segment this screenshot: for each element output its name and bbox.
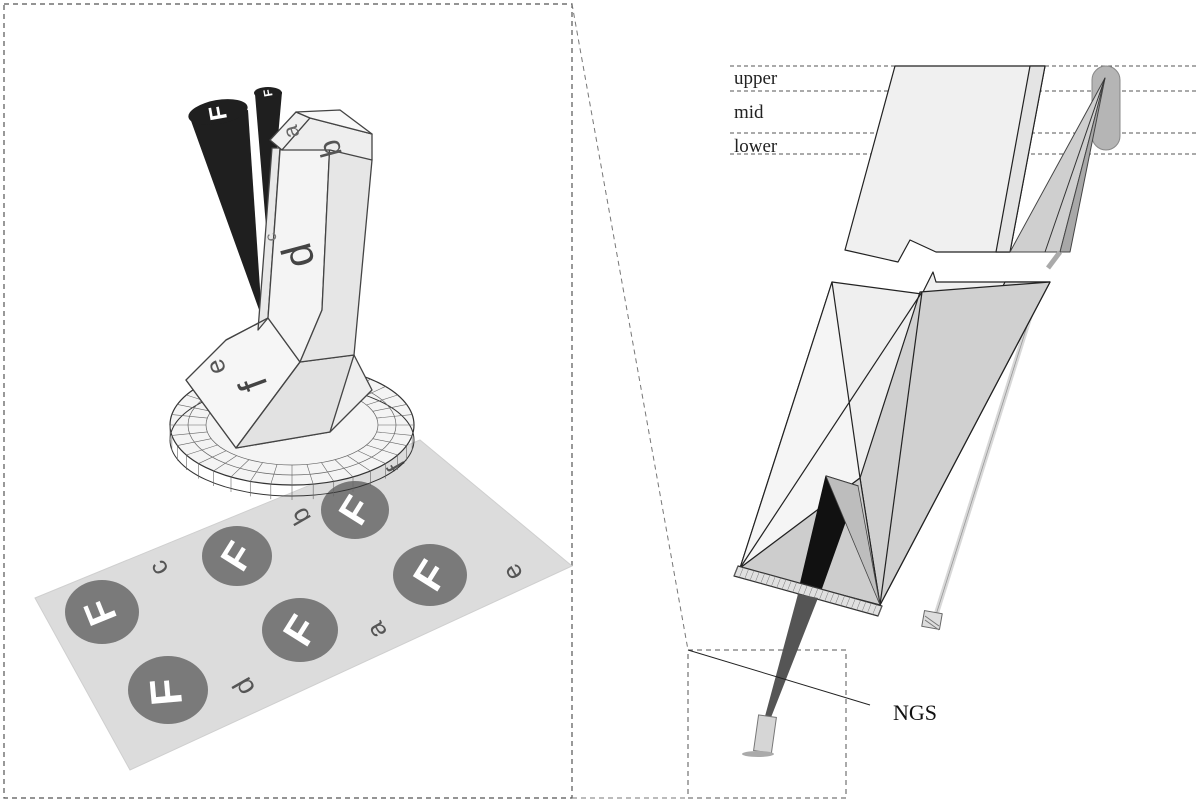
plate-hatch-line (819, 589, 824, 600)
dark-cone-small-top (254, 87, 282, 99)
plate-hatch-line (797, 583, 803, 594)
disk-grid-line (347, 455, 371, 472)
psf-spot-1: F (65, 580, 139, 644)
spot-glyph-4: F (141, 676, 192, 707)
plate-hatch-line (760, 573, 765, 584)
plate-hatch-line (867, 602, 872, 614)
disk-grid-line (372, 404, 407, 412)
right-panel: upper mid lower (687, 65, 1198, 799)
plate-hatch-line (829, 592, 835, 603)
psf-spot-4: F (128, 656, 208, 724)
plate-hatch-line (877, 605, 883, 617)
dark-cone-large-top (188, 99, 248, 125)
psf-spot-6: F (393, 544, 467, 606)
module-top-face (295, 109, 373, 135)
plate-hatch-line (733, 565, 739, 577)
psf-spot-2: F (202, 526, 272, 586)
disk-grid-line (177, 438, 212, 446)
plate-hatch-line (744, 568, 749, 580)
disk-grid-line (376, 414, 413, 419)
plate-hatch-line (808, 586, 813, 597)
disk-grid-line (270, 464, 278, 485)
plate-hatch-line (739, 567, 744, 578)
ngs-leader-line (687, 649, 871, 706)
beam-cones: F F (188, 87, 282, 318)
disk-grid-line (186, 444, 218, 456)
disk-grid-line (357, 450, 386, 464)
side-beam (921, 65, 1121, 631)
disk-grid-line (372, 438, 407, 446)
plate-hatch-line (749, 570, 755, 581)
zoom-connector-top (571, 3, 689, 651)
disk-grid-line (213, 455, 237, 472)
left-panel: F F F F F F f b (3, 3, 573, 799)
disk-grid-line (321, 462, 334, 482)
layer-label-mid: mid (734, 102, 764, 123)
lower-tube-segment (733, 271, 1051, 617)
plate-hatch-line (840, 595, 845, 606)
instrument-module (185, 109, 373, 449)
left-dashed-frame (3, 3, 573, 799)
disk-grid-line (230, 459, 250, 478)
disk-grid-line (177, 404, 212, 412)
disk-grid-line (198, 450, 227, 464)
plate-hatch-line (776, 577, 781, 588)
detector-plate: F F F F F F f b (34, 439, 573, 771)
disk-grid-line (334, 459, 354, 478)
plate-hatch-line (824, 591, 829, 602)
disk-grid-line (306, 464, 314, 485)
cone-top-glyph-large: F (204, 103, 233, 122)
plate-hatch-line (792, 582, 797, 593)
plate-hatch-line (787, 580, 792, 591)
layer-label-lower: lower (734, 136, 778, 157)
ngs-beam (742, 594, 818, 757)
disk-grid-line (171, 414, 208, 419)
plate-hatch-line (856, 599, 861, 611)
plate-hatch-line (845, 597, 851, 608)
disk-grid-line (376, 431, 413, 436)
dark-cone-small (255, 92, 282, 250)
plate-hatch-line (781, 579, 787, 590)
plate-hatch-line (813, 588, 819, 599)
psf-spot-5: F (262, 598, 338, 662)
ngs-label: NGS (893, 700, 937, 725)
plate-hatch-line (861, 601, 867, 612)
upper-tube-segment (844, 65, 1046, 263)
plate-hatch-line (851, 598, 856, 609)
layer-label-upper: upper (734, 68, 778, 89)
psf-spot-3: F (321, 481, 389, 539)
disk-grid-line (366, 394, 398, 406)
disk-grid-line (250, 462, 263, 482)
plate-hatch-line (803, 585, 808, 596)
plate-hatch-line (755, 571, 760, 583)
plate-hatch-line (765, 574, 771, 585)
disk-grid-line (366, 444, 398, 456)
plate-hatch-line (872, 604, 877, 615)
dark-cone-large (190, 110, 262, 318)
plate-hatch-line (835, 594, 840, 605)
cone-top-glyph-small: F (260, 88, 275, 98)
plate-hatch-line (771, 576, 776, 587)
disk-grid-line (171, 431, 208, 436)
